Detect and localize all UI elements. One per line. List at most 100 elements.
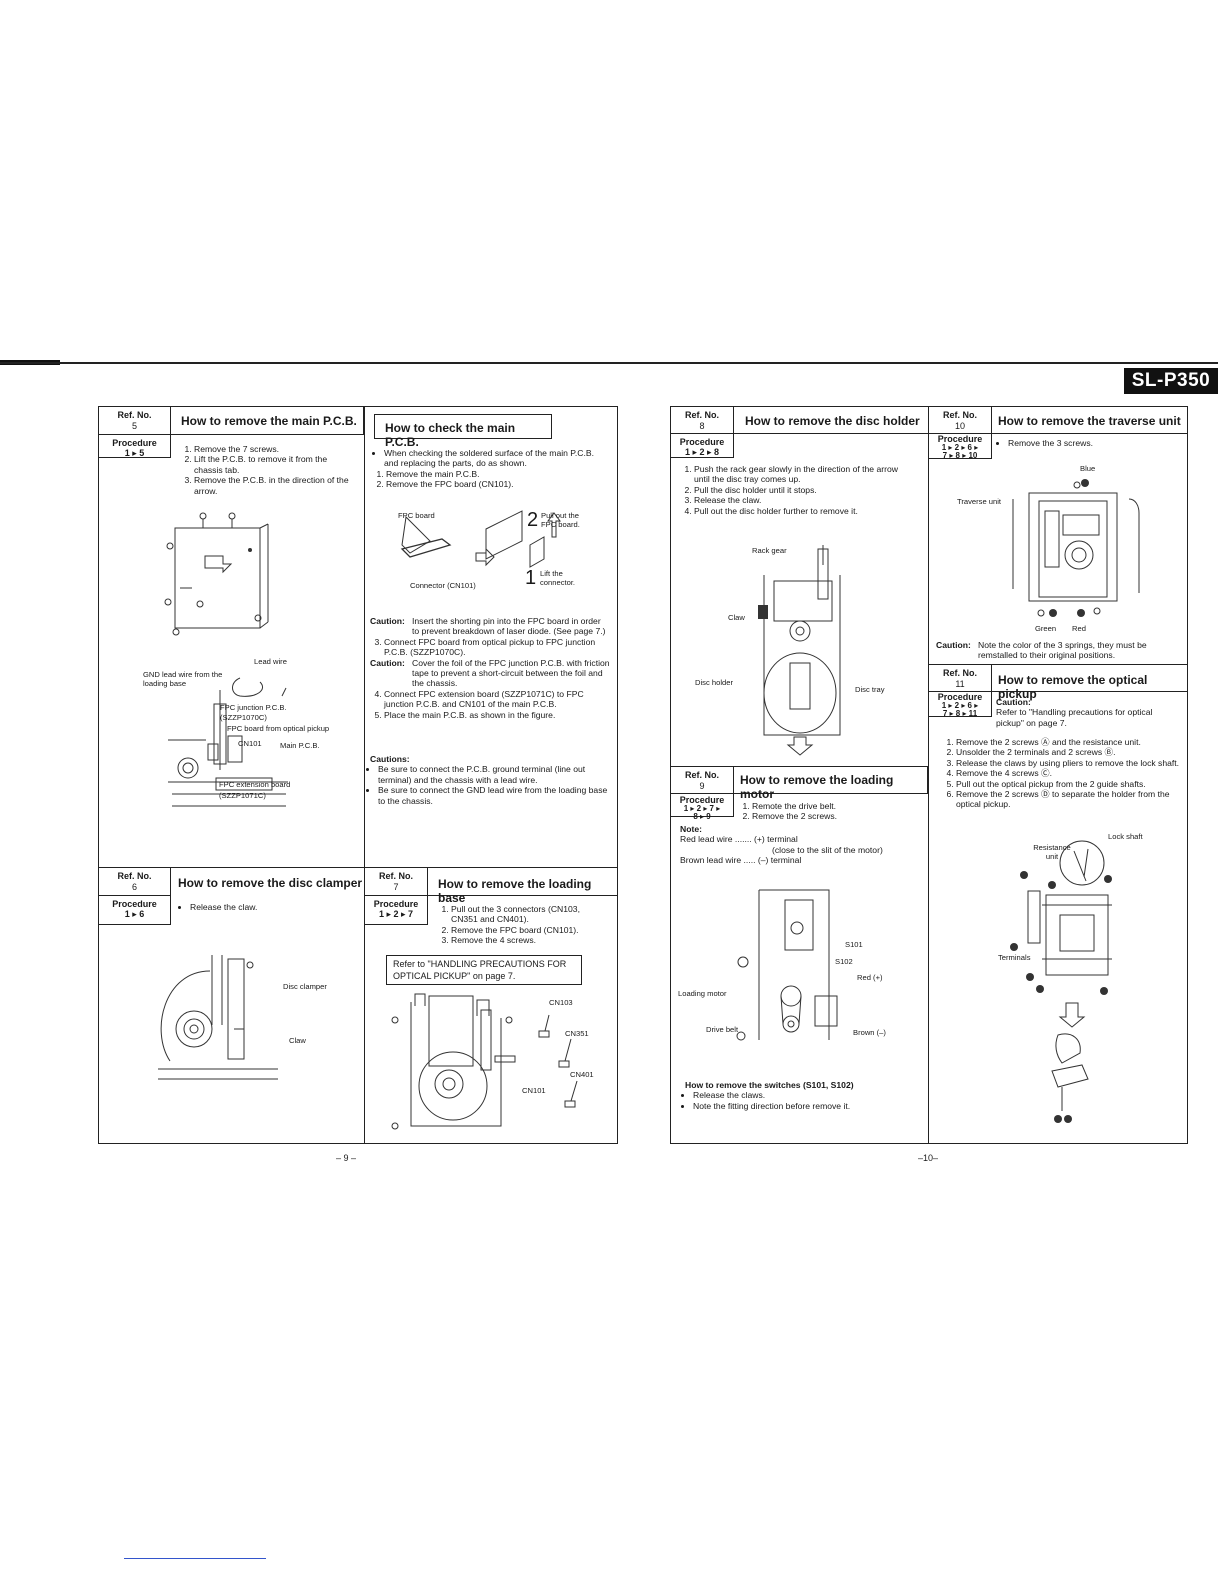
check-caution1: Caution: Insert the shorting pin into th… [370, 616, 610, 637]
s7-step-2: Remove the FPC board (CN101). [451, 925, 609, 935]
page10-number: –10– [918, 1153, 939, 1163]
s7-title-cell: How to remove the loading base [427, 867, 618, 905]
s8-proc-label: Procedure [679, 437, 725, 447]
s10-caution: Caution: Note the color of the 3 springs… [936, 640, 1182, 661]
s11-proc-cell: Procedure 1 ▸ 2 ▸ 6 ▸ 7 ▸ 8 ▸ 11 [928, 691, 992, 718]
s7-loading-base-diagram [391, 993, 516, 1130]
s7-step-3: Remove the 4 screws. [451, 935, 609, 945]
s5-label-lead-wire: Lead wire [254, 657, 287, 666]
s11-title-cell: How to remove the optical pickup [991, 664, 1188, 701]
s11-proc-label: Procedure [937, 692, 983, 702]
s7-ref-no: 7 [393, 882, 399, 892]
s9-loading-motor-diagram [736, 889, 838, 1041]
s10-proc-seq-1: 1 ▸ 2 ▸ 6 ▸ [941, 443, 979, 452]
s10-title-cell: How to remove the traverse unit [991, 406, 1188, 434]
check-label-num2: 2 [527, 509, 539, 531]
s5-ref-label: Ref. No. [117, 410, 152, 420]
s9-note-red2: (close to the slit of the motor) [772, 844, 883, 855]
check-label-num1: 1 [525, 567, 537, 589]
s10-label-blue: Blue [1080, 464, 1096, 473]
s9-switch-bullet-1: Release the claws. [693, 1090, 915, 1100]
s6-title: How to remove the disc clamper [178, 876, 363, 890]
check-caution1-text: Insert the shorting pin into the FPC boa… [412, 616, 606, 637]
s6-ref-no: 6 [131, 882, 137, 892]
s8-steps: Push the rack gear slowly in the directi… [680, 464, 912, 516]
s8-label-disc-holder: Disc holder [695, 678, 733, 687]
s8-ref-label: Ref. No. [684, 410, 719, 420]
s6-proc-label: Procedure [112, 899, 157, 909]
s11-caution: Caution: Refer to "Handling precautions … [996, 697, 1182, 728]
s6-label-claw: Claw [289, 1036, 306, 1045]
s11-title: How to remove the optical pickup [998, 673, 1148, 701]
s8-step-3: Release the claw. [694, 495, 912, 505]
s6-proc-seq: 1 ▸ 6 [124, 909, 145, 919]
s11-step-5: Pull out the optical pickup from the 2 g… [956, 779, 1182, 789]
s10-caution-label: Caution: [936, 640, 971, 650]
s11-step-1: Remove the 2 screws Ⓐ and the resistance… [956, 737, 1182, 747]
s10-bullet: Remove the 3 screws. [1008, 438, 1180, 448]
s8-label-disc-tray: Disc tray [855, 685, 885, 694]
s10-ref-no: 10 [954, 421, 965, 431]
s5-label-fpc-board-pickup: FPC board from optical pickup [227, 724, 330, 733]
s5-pcb-diagram [164, 512, 269, 636]
page10-divider-vertical [928, 406, 930, 1144]
s10-proc-cell: Procedure 1 ▸ 2 ▸ 6 ▸ 7 ▸ 8 ▸ 10 [928, 433, 992, 460]
s5-label-fpc-ext: FPC extension board [219, 780, 291, 789]
s7-steps: Pull out the 3 connectors (CN103, CN351 … [437, 904, 609, 946]
s11-caution-label: Caution: [996, 697, 1031, 707]
s10-body: Remove the 3 screws. [1000, 438, 1180, 448]
s5-step-3: Remove the P.C.B. in the direction of th… [194, 475, 355, 496]
s9-switch-title: How to remove the switches (S101, S102) [685, 1080, 854, 1090]
check-step-5: Place the main P.C.B. as shown in the fi… [384, 710, 610, 720]
s11-ref-label: Ref. No. [942, 668, 977, 678]
s9-ref-no: 9 [699, 781, 705, 791]
s6-ref-cell: Ref. No. 6 [98, 867, 171, 896]
s10-label-green: Green [1035, 624, 1057, 633]
s9-proc-label: Procedure [679, 795, 725, 805]
s7-ref-cell: Ref. No. 7 [364, 867, 428, 896]
s6-bullet: Release the claw. [190, 902, 352, 912]
s10-caution-text: Note the color of the 3 springs, they mu… [978, 640, 1147, 661]
s9-label-drive-belt: Drive belt [706, 1025, 739, 1034]
check-label-fpc-board: FPC board [398, 511, 435, 520]
s11-label-resistance-unit: Resistance unit [1033, 843, 1071, 861]
s11-step-4: Remove the 4 screws Ⓒ. [956, 768, 1182, 778]
s11-step-2: Unsolder the 2 terminals and 2 screws Ⓑ. [956, 747, 1182, 757]
s5-label-fpc-junction: FPC junction P.C.B. [220, 703, 287, 712]
check-step-4: Connect FPC extension board (SZZP1071C) … [384, 689, 610, 710]
s10-ref-label: Ref. No. [942, 410, 977, 420]
s8-title: How to remove the disc holder [745, 414, 920, 428]
s11-label-lock-shaft: Lock shaft [1108, 832, 1143, 841]
check-label-pull-out: Pull out the FPC board. [541, 511, 580, 529]
s7-connectors-diagram [538, 1014, 578, 1108]
s7-proc-label: Procedure [373, 899, 419, 909]
s10-proc-seq-2: 7 ▸ 8 ▸ 10 [942, 451, 978, 460]
page9-number: – 9 – [336, 1153, 357, 1163]
s11-steps: Remove the 2 screws Ⓐ and the resistance… [942, 737, 1182, 810]
s9-ref-cell: Ref. No. 9 [670, 766, 734, 794]
s8-ref-no: 8 [699, 421, 705, 431]
check-caution1-label: Caution: [370, 616, 405, 626]
s9-step-1: Remote the drive belt. [752, 801, 918, 811]
s9-title: How to remove the loading motor [740, 773, 894, 801]
s8-rule [670, 433, 928, 435]
s5-label-fpc-ext-code: (SZZP1071C) [219, 791, 266, 800]
check-label-lift: Lift the connector. [540, 569, 576, 587]
check-cautions-body: Caution: Insert the shorting pin into th… [370, 616, 610, 806]
s9-label-brown: Brown (–) [853, 1028, 886, 1037]
s9-switch-bullet-2: Note the fitting direction before remove… [693, 1101, 915, 1111]
s8-label-claw: Claw [728, 613, 745, 622]
s11-caution-text: Refer to "Handling precautions for optic… [996, 707, 1153, 728]
check-bullet: When checking the soldered surface of th… [384, 448, 606, 469]
s8-proc-cell: Procedure 1 ▸ 2 ▸ 8 [670, 433, 734, 458]
page9-divider-mid [98, 867, 618, 869]
s9-proc-seq-2: 8 ▸ 9 [693, 812, 711, 821]
s5-label-cn101: CN101 [238, 739, 262, 748]
s9-step-2: Remove the 2 screws. [752, 811, 918, 821]
check-caution-item-2: Be sure to connect the GND lead wire fro… [378, 785, 610, 806]
check-caution2-label: Caution: [370, 657, 405, 668]
s11-ref-no: 11 [955, 679, 965, 689]
check-fpc-diagram [400, 510, 561, 568]
check-step-1: Remove the main P.C.B. [386, 469, 606, 479]
s5-label-fpc-junction-code: (SZZP1070C) [220, 713, 267, 722]
